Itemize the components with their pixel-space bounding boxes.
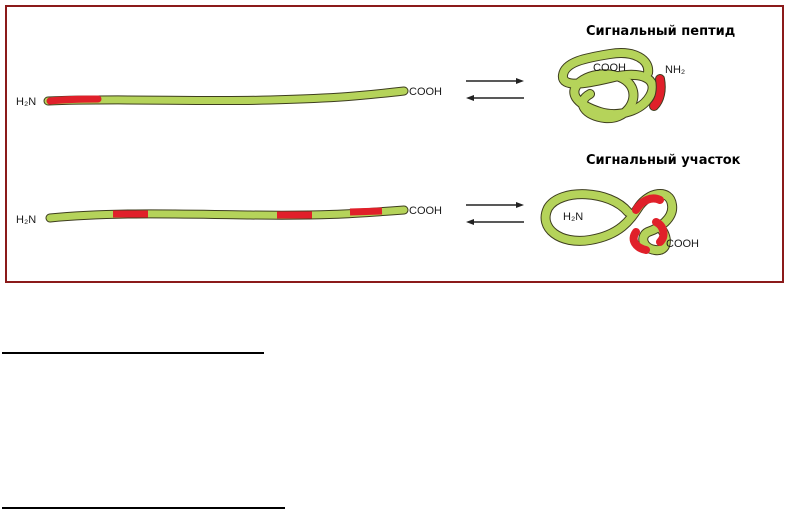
diagram-frame xyxy=(5,5,784,283)
unfolded-chain-bottom xyxy=(45,205,409,223)
folded-protein-top xyxy=(558,48,666,124)
signal-patch-folded-3 xyxy=(652,218,668,246)
c-terminus-label-bottom: COOH xyxy=(409,205,442,217)
signal-patch-folded-2 xyxy=(629,228,650,254)
blank-line-1 xyxy=(2,352,264,354)
folded-nh2-label-top: NH₂ xyxy=(665,64,685,76)
signal-patch-folded-1 xyxy=(632,194,664,214)
folded-protein-bottom xyxy=(540,189,678,256)
equilibrium-arrows-bottom xyxy=(466,202,524,225)
unfolded-chain-top xyxy=(43,86,409,106)
blank-line-2 xyxy=(2,507,285,509)
signal-peptide-title: Сигнальный пептид xyxy=(586,24,735,39)
c-terminus-label-top: COOH xyxy=(409,86,442,98)
signal-peptide-segment xyxy=(46,95,102,105)
equilibrium-arrows-top xyxy=(466,78,524,101)
folded-cooh-label-bottom: COOH xyxy=(666,238,699,250)
folded-h2n-label-bottom: H₂N xyxy=(563,211,583,223)
n-terminus-label-top: H₂N xyxy=(16,96,36,108)
n-terminus-label-bottom: H₂N xyxy=(16,214,36,226)
signal-patch-3 xyxy=(349,207,383,216)
folded-cooh-label-top: COOH xyxy=(593,62,626,74)
signal-patch-title: Сигнальный участок xyxy=(586,153,741,168)
